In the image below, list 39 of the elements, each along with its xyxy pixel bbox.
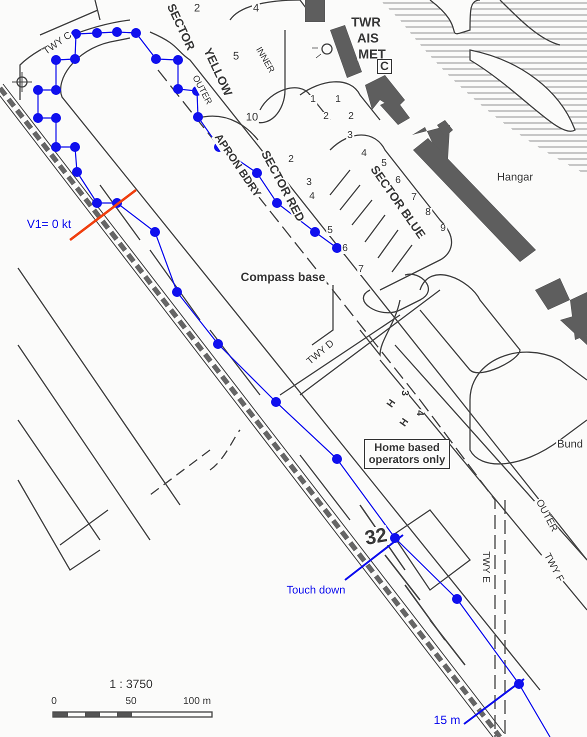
- map-label: TWY E: [480, 550, 490, 584]
- map-symbol-box: C: [377, 59, 392, 74]
- map-label: 2: [347, 112, 355, 122]
- map-label: 9: [439, 224, 447, 234]
- map-label: 15 m: [432, 714, 462, 726]
- map-label: 1: [309, 95, 317, 105]
- map-label: 7: [410, 193, 418, 203]
- map-label: 5: [380, 159, 388, 169]
- map-label: 1: [334, 95, 342, 105]
- map-label: 6: [341, 244, 349, 254]
- map-label: 4: [360, 149, 368, 159]
- map-label: Hangar: [496, 172, 534, 184]
- map-label: V1= 0 kt: [26, 218, 72, 230]
- map-label: TWY F: [540, 551, 566, 585]
- map-label: 3: [305, 178, 313, 188]
- map-label: Compass base: [240, 271, 326, 283]
- map-label: AIS: [356, 32, 380, 44]
- map-label: 4: [252, 4, 260, 14]
- map-label: 4: [414, 409, 424, 417]
- map-label: 100 m: [182, 697, 212, 707]
- map-label: MET: [357, 48, 387, 60]
- map-label: 3: [346, 131, 354, 141]
- map-label: 1 : 3750: [108, 678, 154, 690]
- map-label: 5: [232, 52, 240, 62]
- map-label: 7: [357, 265, 365, 275]
- map-label: 0: [50, 697, 58, 707]
- map-label: 10: [244, 112, 260, 124]
- notice-box: Home based operators only: [364, 439, 450, 470]
- map-label: 50: [124, 697, 138, 707]
- map-label: Bund: [556, 440, 584, 450]
- map-label: TWR: [350, 16, 382, 28]
- map-label: 2: [192, 4, 202, 14]
- map-label: 4: [308, 192, 316, 202]
- map-label: 2: [322, 112, 330, 122]
- map-label: 2: [287, 155, 295, 165]
- map-label: 8: [424, 208, 432, 218]
- map-label: 5: [326, 226, 334, 236]
- map-label: 3: [399, 389, 409, 397]
- map-label: Touch down: [286, 586, 346, 596]
